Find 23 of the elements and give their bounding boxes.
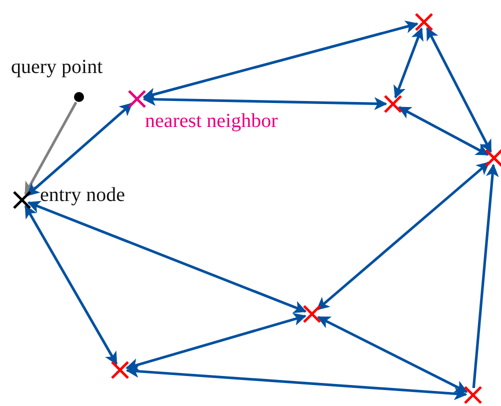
arrow (316, 162, 490, 310)
arrow (126, 364, 468, 400)
cross-marker (414, 12, 434, 32)
cross-marker (110, 360, 130, 380)
node-label: entry node (40, 185, 125, 205)
arrow (317, 316, 468, 394)
arrow (26, 102, 133, 196)
cross-marker (463, 385, 483, 405)
arrow (142, 20, 418, 100)
arrow (24, 204, 118, 366)
arrow (394, 27, 424, 99)
arrow (125, 313, 307, 371)
node-label: query point (11, 57, 103, 77)
node-label: nearest neighbor (145, 111, 278, 131)
arrow (426, 27, 492, 153)
cross-marker (484, 148, 501, 168)
arrow (24, 102, 78, 196)
arrow (472, 164, 499, 388)
cross-marker (302, 304, 322, 324)
cross-marker (383, 94, 403, 114)
arrow (142, 92, 388, 110)
arrow (27, 200, 307, 314)
arrow (398, 106, 489, 156)
